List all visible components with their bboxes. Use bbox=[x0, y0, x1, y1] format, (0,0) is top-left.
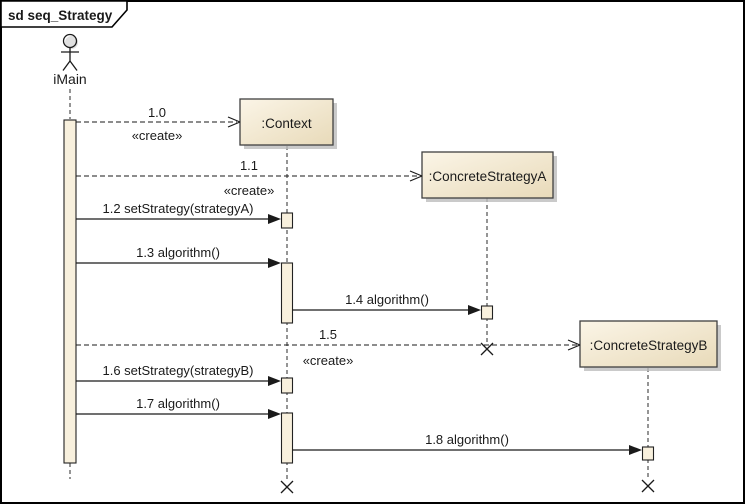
object-strategy-a-label: :ConcreteStrategyA bbox=[429, 169, 547, 184]
actor-name: iMain bbox=[53, 71, 86, 87]
message-1-0-stereotype: «create» bbox=[132, 128, 183, 143]
message-1-5-create: 1.5 «create» bbox=[76, 327, 581, 368]
message-1-3-call: 1.3 algorithm() bbox=[76, 245, 281, 268]
object-strategy-b: :ConcreteStrategyB bbox=[579, 320, 721, 371]
filled-arrowhead-icon bbox=[268, 214, 281, 224]
message-1-0-create: 1.0 «create» bbox=[76, 105, 241, 143]
message-1-1-create: 1.1 «create» bbox=[76, 158, 423, 198]
filled-arrowhead-icon bbox=[268, 409, 281, 419]
message-1-5-label: 1.5 bbox=[319, 327, 337, 342]
activation-strategy-a-1-4 bbox=[480, 305, 494, 320]
message-1-1-label: 1.1 bbox=[240, 158, 258, 173]
object-strategy-a: :ConcreteStrategyA bbox=[421, 151, 557, 202]
message-1-6-label: 1.6 setStrategy(strategyB) bbox=[102, 363, 253, 378]
filled-arrowhead-icon bbox=[268, 258, 281, 268]
message-1-4-call: 1.4 algorithm() bbox=[292, 292, 481, 315]
message-1-5-stereotype: «create» bbox=[303, 353, 354, 368]
activation-context-1-3 bbox=[280, 262, 294, 324]
filled-arrowhead-icon bbox=[629, 445, 642, 455]
open-arrowhead-icon bbox=[409, 170, 423, 182]
object-strategy-a-box bbox=[421, 151, 554, 199]
message-1-6-call: 1.6 setStrategy(strategyB) bbox=[76, 363, 281, 386]
open-arrowhead-icon bbox=[567, 339, 581, 351]
filled-arrowhead-icon bbox=[268, 376, 281, 386]
filled-arrowhead-icon bbox=[468, 305, 481, 315]
message-1-4-label: 1.4 algorithm() bbox=[345, 292, 429, 307]
message-1-1-stereotype: «create» bbox=[224, 183, 275, 198]
object-context-label: :Context bbox=[261, 116, 312, 131]
activation-strategy-b-1-8 bbox=[641, 446, 655, 461]
message-1-7-label: 1.7 algorithm() bbox=[136, 396, 220, 411]
message-1-2-call: 1.2 setStrategy(strategyA) bbox=[76, 201, 281, 224]
actor-leg-left bbox=[62, 60, 71, 71]
actor-leg-right bbox=[69, 60, 78, 71]
destroy-x-icon-strategy-a bbox=[480, 342, 494, 356]
activation-context-1-7 bbox=[280, 412, 294, 464]
destroy-x-icon-strategy-b bbox=[641, 479, 655, 493]
actor-imain: iMain bbox=[53, 33, 87, 87]
message-1-8-label: 1.8 algorithm() bbox=[425, 432, 509, 447]
message-1-2-label: 1.2 setStrategy(strategyA) bbox=[102, 201, 253, 216]
message-1-7-call: 1.7 algorithm() bbox=[76, 396, 281, 419]
object-strategy-b-box bbox=[579, 320, 718, 368]
message-1-3-label: 1.3 algorithm() bbox=[136, 245, 220, 260]
object-strategy-b-label: :ConcreteStrategyB bbox=[590, 338, 708, 353]
destroy-x-icon-context bbox=[280, 480, 294, 494]
message-1-0-label: 1.0 bbox=[148, 105, 166, 120]
activation-imain bbox=[63, 119, 77, 464]
object-context: :Context bbox=[239, 98, 337, 149]
open-arrowhead-icon bbox=[227, 116, 241, 128]
activation-context-1-2 bbox=[280, 212, 294, 229]
frame-title-shape bbox=[0, 0, 128, 28]
frame-title: sd seq_Strategy bbox=[8, 8, 113, 23]
activation-context-1-6 bbox=[280, 377, 294, 394]
message-1-8-call: 1.8 algorithm() bbox=[292, 432, 642, 455]
frame-title-tab: sd seq_Strategy bbox=[0, 0, 128, 28]
